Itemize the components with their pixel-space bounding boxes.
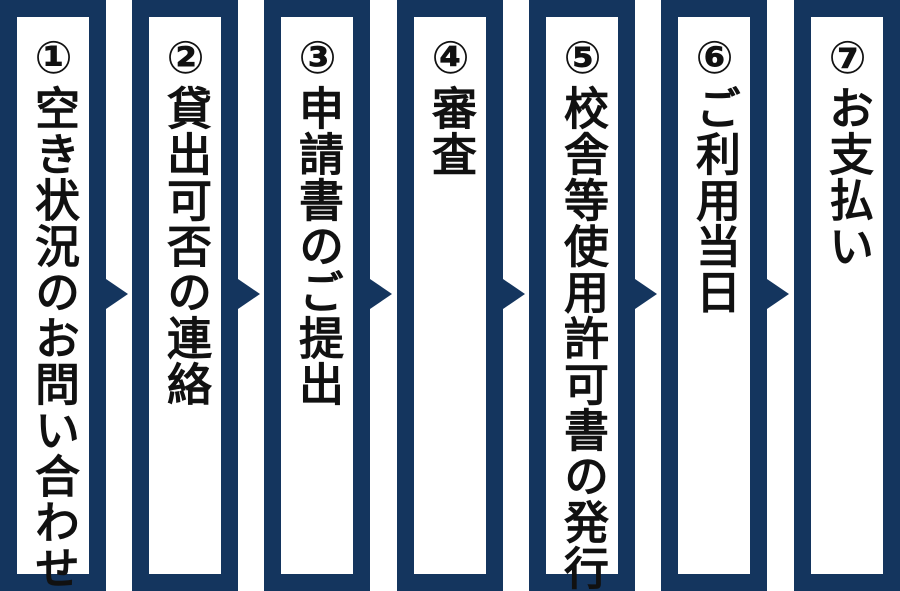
arrow-icon [767,279,789,309]
step-5-box: ⑤校舎等使用許可書の発行 [529,0,635,591]
arrow-icon [238,279,260,309]
step-6-box: ⑥ご利用当日 [661,0,767,591]
arrow-icon [370,279,392,309]
step-panel: ⑥ご利用当日 [678,17,750,574]
step-6-label: ⑥ご利用当日 [688,31,741,315]
step-panel: ③申請書のご提出 [281,17,353,574]
step-1-box: ①空き状況のお問い合わせ [0,0,106,591]
step-4-label: ④審査 [424,31,477,177]
step-5-label: ⑤校舎等使用許可書の発行 [556,31,609,591]
step-3-label: ③申請書のご提出 [291,31,344,407]
arrow-icon [503,279,525,309]
step-panel: ①空き状況のお問い合わせ [17,17,89,591]
step-2-box: ②貸出可否の連絡 [132,0,238,591]
step-7-label: ⑦お支払い [821,31,874,269]
step-3-box: ③申請書のご提出 [264,0,370,591]
step-panel: ④審査 [414,17,486,574]
arrow-icon [635,279,657,309]
step-7-box: ⑦お支払い [794,0,900,591]
step-panel: ⑦お支払い [811,17,883,574]
arrow-icon [106,279,128,309]
step-panel: ⑤校舎等使用許可書の発行 [546,17,618,591]
step-1-label: ①空き状況のお問い合わせ [27,31,80,591]
step-2-label: ②貸出可否の連絡 [159,31,212,407]
step-4-box: ④審査 [397,0,503,591]
step-panel: ②貸出可否の連絡 [149,17,221,574]
